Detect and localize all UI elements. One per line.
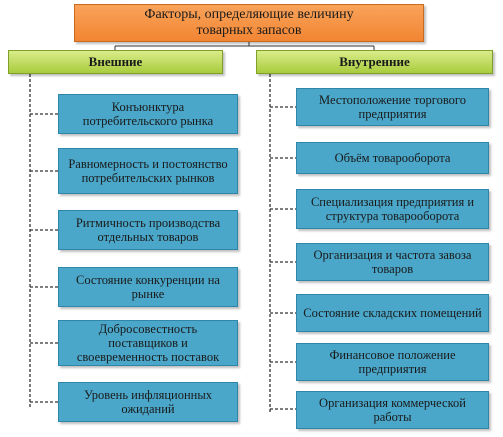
- internal-factor-5: Состояние складских помещений: [296, 294, 489, 332]
- diagram-title-line-2: товарных запасов: [196, 23, 302, 38]
- internal-factor-6: Финансовое положение предприятия: [296, 343, 489, 381]
- internal-factor-1: Местоположение торгового предприятия: [296, 88, 489, 126]
- external-factor-3: Ритмичность производства отдельных товар…: [58, 210, 238, 250]
- external-factor-2: Равномерность и постоянство потребительс…: [58, 148, 238, 194]
- diagram-title-line-1: Факторы, определяющие величину: [144, 7, 354, 23]
- internal-factor-2: Объём товарооборота: [296, 142, 489, 174]
- external-factor-5: Добросовестность поставщиков и своевреме…: [58, 320, 238, 366]
- category-internal: Внутренние: [256, 50, 493, 74]
- external-factor-6: Уровень инфляционных ожиданий: [58, 382, 238, 422]
- external-factor-4: Состояние конкуренции на рынке: [58, 267, 238, 307]
- internal-factor-3: Специализация предприятия и структура то…: [296, 189, 489, 229]
- category-external: Внешние: [8, 50, 223, 74]
- external-factor-1: Конъюнктура потребительского рынка: [58, 94, 238, 134]
- internal-factor-4: Организация и частота завоза товаров: [296, 243, 489, 281]
- internal-factor-7: Организация коммерческой работы: [296, 391, 489, 429]
- diagram-title: Факторы, определяющие величину товарных …: [74, 4, 424, 42]
